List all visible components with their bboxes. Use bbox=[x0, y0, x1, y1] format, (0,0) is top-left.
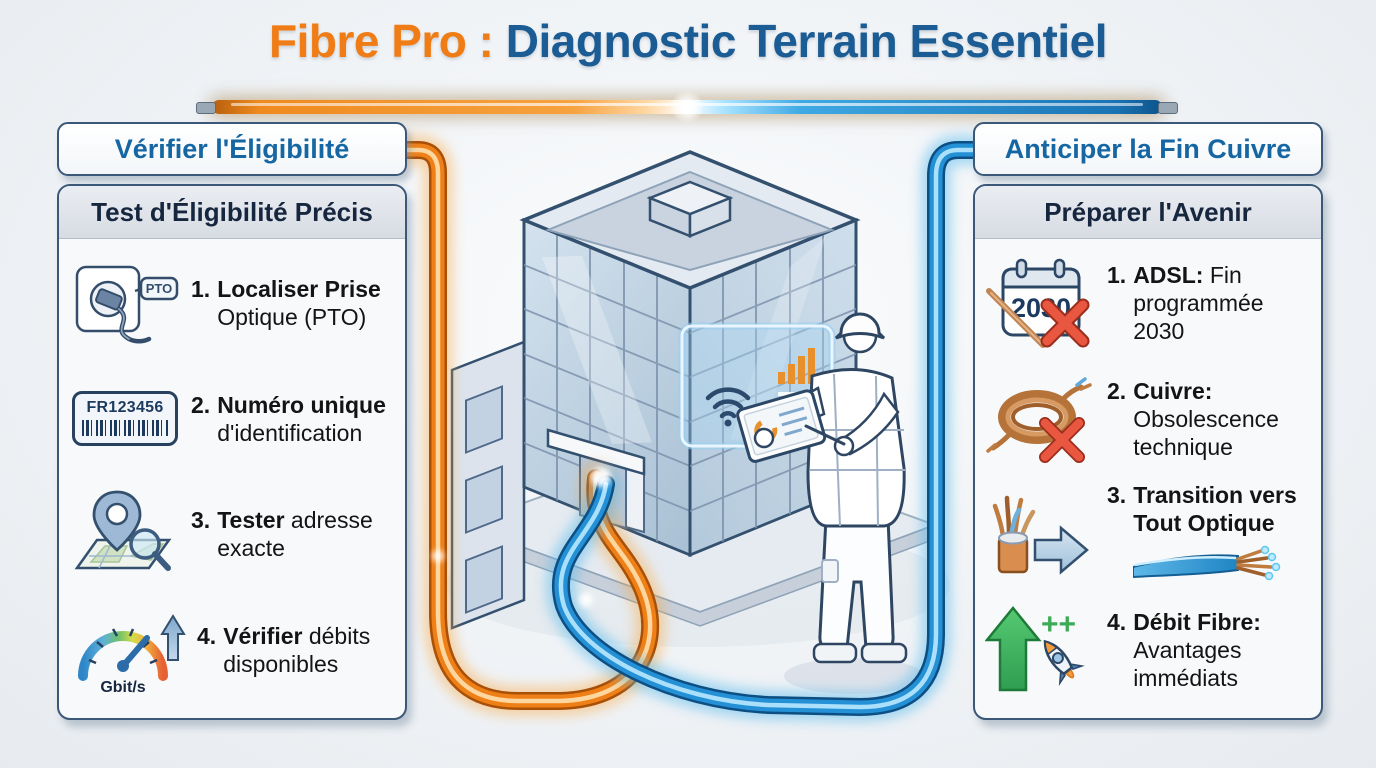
left-panel-title: Test d'Éligibilité Précis bbox=[59, 186, 405, 239]
right-items: 2030 1.ADSL: Fin programmée 2030 bbox=[975, 239, 1321, 718]
building-illustration bbox=[446, 150, 950, 694]
list-item: ++ 4.Débit Fibre: Avantages immédiats bbox=[985, 592, 1311, 708]
item-number: 1. bbox=[1107, 261, 1127, 288]
item-number: 3. bbox=[191, 507, 211, 534]
item-number: 2. bbox=[191, 391, 211, 418]
optical-socket-icon: PTO bbox=[69, 255, 181, 351]
item-text: Cuivre: Obsolescence technique bbox=[1133, 377, 1279, 460]
right-section-header-label: Anticiper la Fin Cuivre bbox=[1004, 133, 1292, 164]
annex-building bbox=[450, 340, 526, 630]
page-title: Fibre Pro : Diagnostic Terrain Essentiel bbox=[0, 14, 1376, 68]
list-item: FR123456 2.Numéro unique d'identificatio… bbox=[69, 361, 395, 477]
cable-junction-glow bbox=[670, 90, 704, 124]
red-x-icon bbox=[1039, 416, 1085, 463]
item-text: ADSL: Fin programmée 2030 bbox=[1133, 261, 1264, 344]
identifier-code: FR123456 bbox=[86, 399, 164, 417]
boot-right bbox=[860, 642, 908, 664]
cable-connector-left bbox=[196, 102, 216, 114]
growth-rocket-icon: ++ bbox=[985, 602, 1097, 698]
copper-to-fiber-icon bbox=[985, 486, 1097, 582]
calendar-end-icon: 2030 bbox=[985, 255, 1097, 351]
pto-tag-label: PTO bbox=[146, 281, 173, 296]
left-section-header: Vérifier l'Éligibilité bbox=[57, 122, 407, 176]
list-item: PTO 1.Localiser Prise Optique (PTO) bbox=[69, 245, 395, 361]
list-item: 3.Tester adresse exacte bbox=[69, 477, 395, 593]
list-item: 3.Transition vers Tout Optique bbox=[985, 477, 1311, 593]
item-number: 2. bbox=[1107, 377, 1127, 404]
item-text: Transition vers Tout Optique bbox=[1133, 481, 1311, 587]
left-panel: Test d'Éligibilité Précis PTO bbox=[57, 184, 407, 720]
item-number: 4. bbox=[1107, 609, 1127, 636]
cable-connector-right bbox=[1158, 102, 1178, 114]
rocket-icon bbox=[1043, 640, 1085, 687]
item-number: 3. bbox=[1107, 482, 1127, 509]
right-section-header: Anticiper la Fin Cuivre bbox=[973, 122, 1323, 176]
barcode-label-icon: FR123456 bbox=[69, 391, 181, 447]
title-fiber-cable bbox=[196, 90, 1178, 124]
barcode-bars bbox=[82, 420, 168, 437]
title-subject: Diagnostic Terrain Essentiel bbox=[505, 15, 1108, 67]
right-arrow-icon bbox=[1033, 525, 1089, 576]
list-item: 2030 1.ADSL: Fin programmée 2030 bbox=[985, 245, 1311, 361]
right-panel: Préparer l'Avenir 2030 bbox=[973, 184, 1323, 720]
map-pin-search-icon bbox=[69, 486, 181, 582]
list-item: 2.Cuivre: Obsolescence technique bbox=[985, 361, 1311, 477]
item-number: 4. bbox=[197, 623, 217, 650]
gauge-unit-label: Gbit/s bbox=[100, 679, 145, 696]
left-section-header-label: Vérifier l'Éligibilité bbox=[114, 133, 350, 164]
item-text: Numéro unique d'identification bbox=[217, 391, 386, 446]
item-text: Débit Fibre: Avantages immédiats bbox=[1133, 609, 1261, 692]
item-text: Vérifier débits disponibles bbox=[223, 623, 371, 678]
up-arrow-icon bbox=[160, 614, 186, 662]
right-panel-title: Préparer l'Avenir bbox=[975, 186, 1321, 239]
green-up-arrow-icon bbox=[985, 606, 1042, 692]
item-text: Tester adresse exacte bbox=[217, 507, 373, 562]
item-number: 1. bbox=[191, 275, 211, 302]
copper-coil-icon bbox=[985, 371, 1097, 467]
item-text: Localiser Prise Optique (PTO) bbox=[217, 275, 381, 330]
fiber-cable-icon bbox=[1133, 546, 1281, 581]
boot-left bbox=[812, 642, 858, 664]
plus-plus-label: ++ bbox=[1041, 608, 1076, 641]
left-items: PTO 1.Localiser Prise Optique (PTO) FR12… bbox=[59, 239, 405, 718]
title-area: Fibre Pro : Diagnostic Terrain Essentiel bbox=[0, 14, 1376, 124]
red-x-icon bbox=[1040, 298, 1090, 348]
title-brand: Fibre Pro : bbox=[268, 15, 494, 67]
speed-gauge-icon: Gbit/s bbox=[69, 602, 187, 698]
list-item: Gbit/s 4.Vérifier débits disponibles bbox=[69, 592, 395, 708]
